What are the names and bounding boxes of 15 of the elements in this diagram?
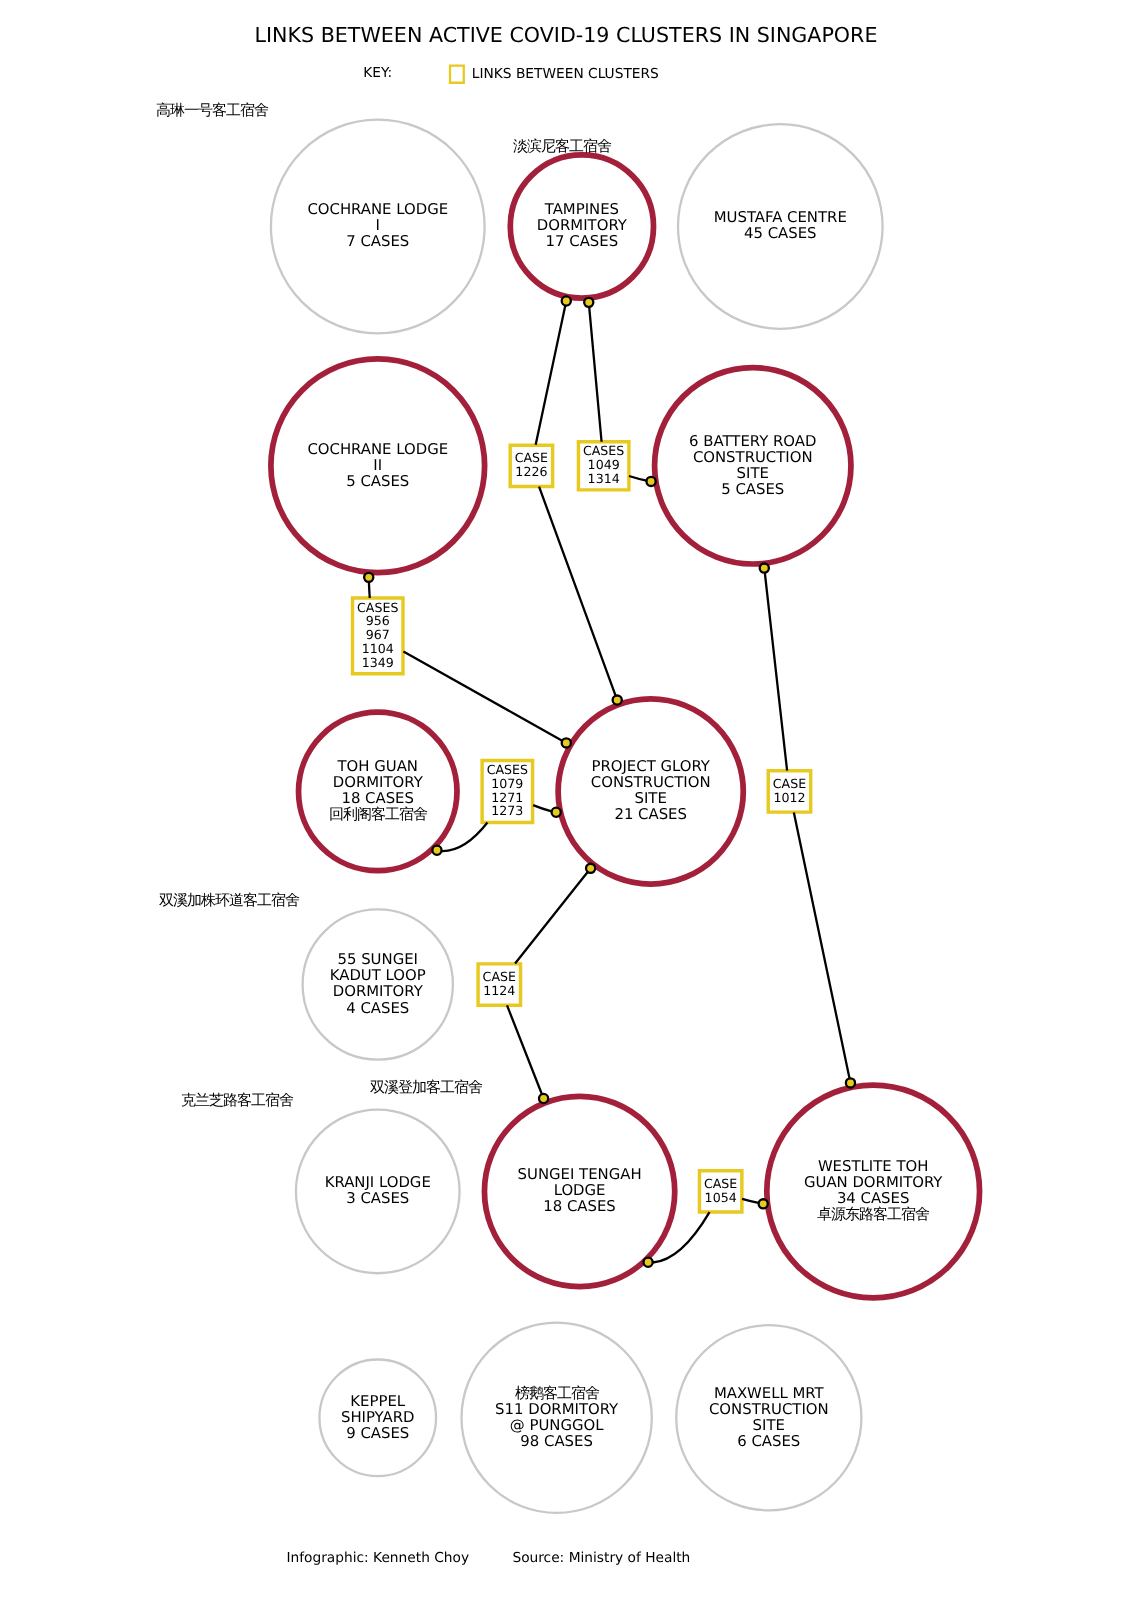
connector — [532, 804, 562, 818]
connector — [642, 1211, 711, 1268]
connector — [363, 571, 375, 599]
diagram-title: LINKS BETWEEN ACTIVE COVID-19 CLUSTERS IN SINGAPORE — [254, 23, 878, 48]
connector — [538, 486, 623, 706]
connector — [534, 295, 572, 445]
connector — [505, 1004, 550, 1105]
connector — [583, 296, 603, 442]
connector — [402, 650, 572, 749]
connector — [431, 821, 489, 857]
connector — [741, 1197, 769, 1210]
connector — [758, 562, 789, 771]
connector — [514, 862, 597, 965]
connector — [792, 812, 857, 1089]
connector — [628, 474, 657, 488]
